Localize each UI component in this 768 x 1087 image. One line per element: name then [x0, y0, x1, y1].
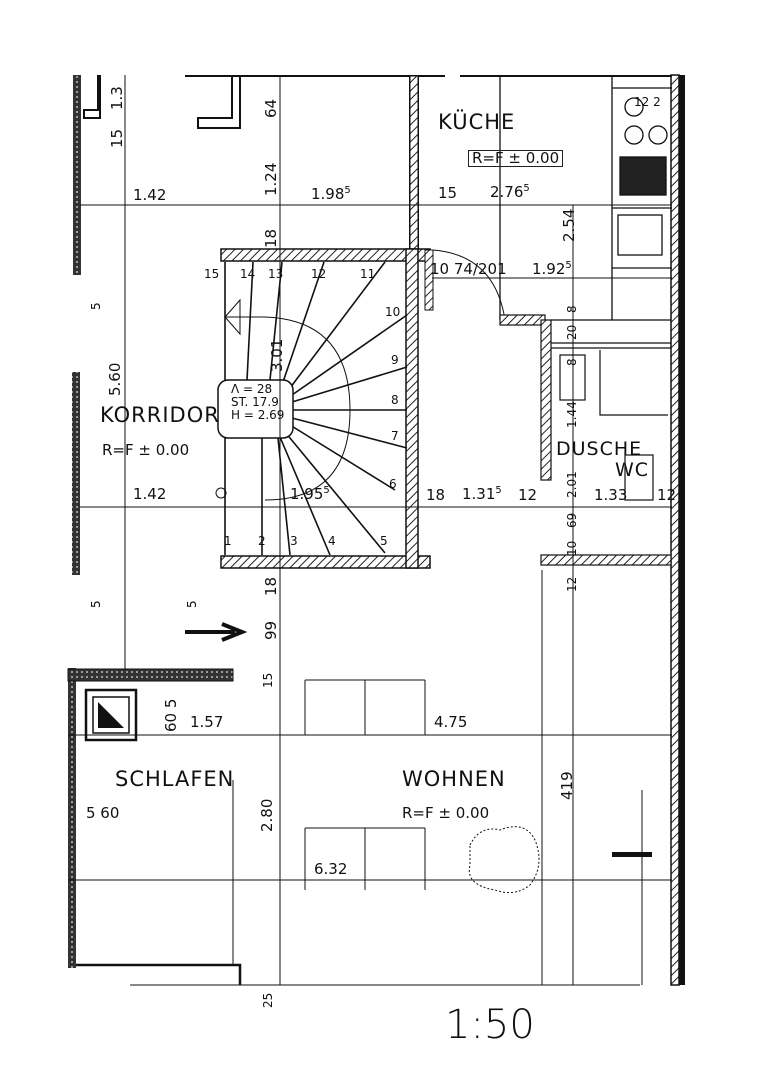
dim: 1.925 — [532, 261, 572, 277]
scale-label: 1:50 — [445, 1002, 535, 1048]
exterior-wall-right — [670, 74, 685, 986]
dim: 20 — [565, 324, 579, 340]
dim: 12 2 — [634, 95, 661, 109]
level-wohnen: R=F ± 0.00 — [402, 804, 490, 822]
dim: 12 — [518, 486, 538, 504]
dim: 8 — [565, 358, 579, 366]
stair-step-12: 12 — [311, 267, 327, 281]
room-label-korridor: KORRIDOR — [100, 403, 220, 427]
dim: 8 — [565, 305, 579, 313]
staircase-treads — [215, 261, 408, 556]
stair-step-7: 7 — [391, 429, 399, 443]
dim: 15 — [108, 128, 126, 148]
room-label-wohnen: WOHNEN — [402, 767, 506, 791]
stair-step-14: 14 — [240, 267, 256, 281]
dim: 1.985 — [311, 186, 351, 202]
dim-value: 1.31 — [462, 485, 496, 503]
dim-sup: 5 — [523, 183, 530, 194]
dim: 60 5 — [162, 698, 180, 732]
dim: 4.75 — [434, 713, 468, 731]
stair-angle: Λ = 28 — [231, 382, 273, 396]
dim: 2.80 — [258, 798, 276, 832]
dim: 2.765 — [490, 184, 530, 200]
dim: 12 — [565, 576, 579, 592]
dim-value: 2.76 — [490, 183, 524, 201]
dim: 64 — [262, 98, 280, 118]
dim-value: 1.98 — [311, 185, 345, 203]
room-label-schlafen: SCHLAFEN — [115, 767, 235, 791]
stair-step-15: 15 — [204, 267, 220, 281]
stair-step-2: 2 — [258, 534, 266, 548]
dim: 25 — [261, 992, 275, 1008]
dim: 2.54 — [560, 208, 578, 242]
exterior-wall-left — [68, 75, 81, 968]
dim: 69 — [565, 512, 579, 528]
dim: 1.33 — [594, 486, 628, 504]
stair-step-13: 13 — [268, 267, 284, 281]
room-label-kueche: KÜCHE — [438, 110, 516, 134]
dim: 99 — [262, 620, 280, 640]
dim: 1.315 — [462, 486, 502, 502]
stair-length: 3.01 — [268, 338, 286, 372]
dim: 5.60 — [106, 362, 124, 396]
stair-step-height: ST. 17.9 — [231, 395, 279, 409]
stair-step-11: 11 — [360, 267, 376, 281]
dim: 1.44 — [565, 401, 579, 428]
dim-value: 1.92 — [532, 260, 566, 278]
dim: 10 74/201 — [430, 260, 507, 278]
dim: 15 — [438, 184, 458, 202]
dim: 10 — [565, 540, 579, 556]
stair-step-1: 1 — [224, 534, 232, 548]
level-kueche: R=F ± 0.00 — [468, 150, 564, 167]
stair-total-height: H = 2.69 — [231, 408, 285, 422]
dim: 5 60 — [86, 804, 120, 822]
stair-step-4: 4 — [328, 534, 336, 548]
dim: 1.42 — [133, 186, 167, 204]
dim: 15 — [261, 672, 275, 688]
stair-step-3: 3 — [290, 534, 298, 548]
dim: 5 — [89, 302, 103, 310]
dim-sup: 5 — [323, 485, 330, 496]
dim: 5 — [185, 600, 199, 608]
dim: 18 — [426, 486, 446, 504]
dim: 1.955 — [290, 486, 330, 502]
dim: 1.24 — [262, 162, 280, 196]
room-label-dusche: DUSCHE — [556, 438, 643, 460]
dim: 419 — [558, 771, 576, 800]
dim: 6.32 — [314, 860, 348, 878]
dim: 18 — [262, 576, 280, 596]
dim-sup: 5 — [344, 185, 351, 196]
dim: 2.01 — [565, 471, 579, 498]
dim: 1.42 — [133, 485, 167, 503]
dim-sup: 5 — [565, 260, 572, 271]
stair-step-10: 10 — [385, 305, 401, 319]
dim: 18 — [262, 228, 280, 248]
room-label-wc: WC — [615, 459, 650, 481]
dim-value: 1.95 — [290, 485, 324, 503]
dim: 12 — [657, 486, 677, 504]
stair-step-8: 8 — [391, 393, 399, 407]
stair-step-6: 6 — [389, 477, 397, 491]
dim-sup: 5 — [495, 485, 502, 496]
stair-step-9: 9 — [391, 353, 399, 367]
level-korridor: R=F ± 0.00 — [102, 441, 190, 459]
stair-step-5: 5 — [380, 534, 388, 548]
dim: 1.57 — [190, 713, 224, 731]
dim: 1.3 — [108, 86, 126, 110]
dim: 5 — [89, 600, 103, 608]
